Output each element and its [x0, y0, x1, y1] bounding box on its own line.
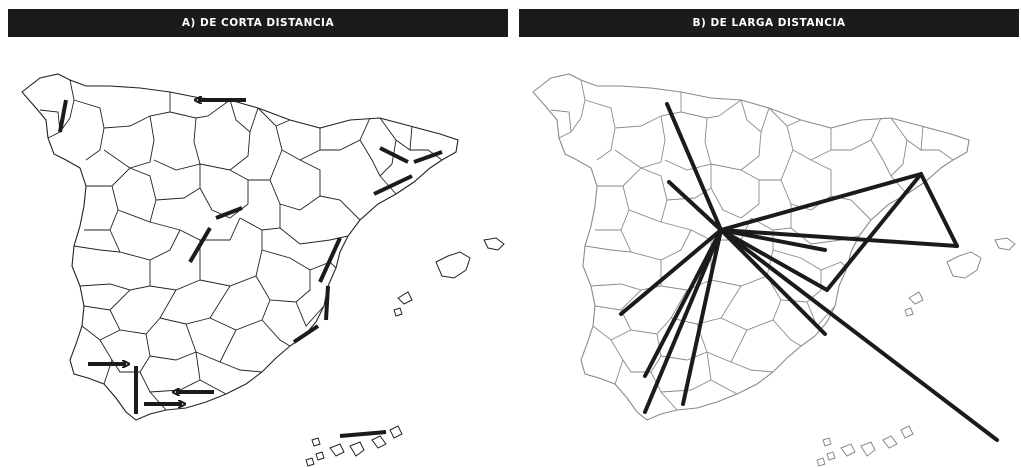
- route-line: [379, 146, 409, 164]
- map-short-distance: [21, 73, 505, 467]
- route-line: [719, 172, 923, 232]
- route-line: [339, 430, 387, 438]
- route-line: [719, 228, 959, 248]
- route-line: [719, 228, 829, 292]
- panel-title: B) DE LARGA DISTANCIA: [519, 9, 1019, 37]
- spain-map: [21, 73, 505, 467]
- route-line: [681, 228, 723, 406]
- map-long-distance: [532, 73, 1016, 467]
- panel-long-distance: B) DE LARGA DISTANCIA: [519, 0, 1021, 468]
- panel-short-distance: A) DE CORTA DISTANCIA: [0, 0, 510, 468]
- route-line: [292, 324, 320, 344]
- route-line: [318, 237, 342, 283]
- short-routes: [58, 99, 443, 438]
- route-line: [719, 228, 827, 336]
- route-line: [919, 172, 959, 248]
- route-line: [667, 180, 723, 232]
- route-line: [215, 206, 243, 220]
- route-line: [619, 228, 723, 316]
- route-line: [373, 174, 413, 196]
- route-line: [413, 150, 443, 164]
- route-line: [825, 172, 923, 292]
- route-line: [643, 228, 723, 414]
- panel-title: A) DE CORTA DISTANCIA: [8, 9, 508, 37]
- route-line: [665, 102, 723, 232]
- route-line: [324, 285, 330, 321]
- route-line: [719, 228, 999, 442]
- route-line: [643, 228, 723, 378]
- route-line: [719, 228, 827, 252]
- route-line: [188, 226, 212, 264]
- route-line: [58, 99, 68, 133]
- long-routes: [619, 102, 999, 442]
